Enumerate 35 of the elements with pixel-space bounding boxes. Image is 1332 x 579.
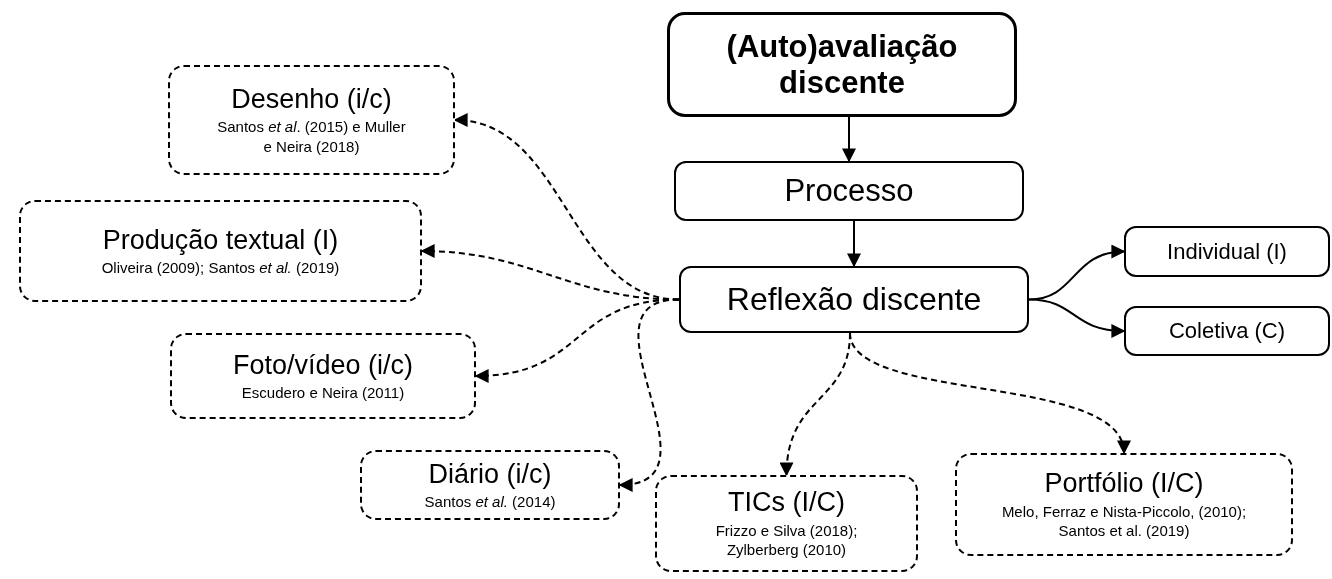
- node-label: Foto/vídeo (i/c): [232, 349, 414, 381]
- node-label: Portfólio (I/C): [1044, 468, 1204, 500]
- category-box: [1124, 226, 1330, 277]
- dashed-arrow: [420, 244, 680, 301]
- process-box: [674, 161, 1024, 221]
- reference-text: Santos et al. (2014): [424, 491, 556, 512]
- reference-text: Oliveira (2009); Santos et al. (2019): [101, 257, 340, 278]
- node-label: Diário (i/c): [428, 458, 552, 490]
- arrow: [847, 220, 861, 268]
- method-box: [19, 200, 422, 302]
- arrow: [842, 116, 856, 163]
- node-label: Processo: [784, 173, 914, 209]
- method-box: [170, 333, 476, 419]
- node-label: TICs (I/C): [728, 487, 845, 519]
- node-label: Reflexão discente: [726, 281, 982, 318]
- reference-text: Santos et al. (2015) e Muller e Neira (2018): [216, 117, 407, 156]
- reference-text: Escudero e Neira (2011): [241, 382, 405, 403]
- process-box: [679, 266, 1029, 333]
- node-label: (Auto)avaliação discente: [725, 28, 959, 101]
- arrow: [1028, 298, 1126, 338]
- reference-text: Melo, Ferraz e Nista-Piccolo, (2010); Santos et al. (2019): [1000, 501, 1248, 541]
- method-box: [360, 450, 620, 520]
- method-box: [168, 65, 455, 175]
- method-box: [955, 453, 1293, 556]
- dashed-arrow: [618, 298, 680, 490]
- method-box: [655, 475, 918, 572]
- arrow: [1028, 245, 1126, 301]
- node-label: Coletiva (C): [1168, 318, 1286, 344]
- title-box: [667, 12, 1017, 117]
- category-box: [1124, 306, 1330, 356]
- dashed-arrow: [849, 332, 1128, 455]
- node-label: Individual (I): [1167, 238, 1287, 265]
- reference-text: Frizzo e Silva (2018); Zylberberg (2010): [714, 520, 859, 560]
- node-label: Desenho (i/c): [231, 83, 392, 115]
- node-label: Produção textual (I): [102, 224, 339, 256]
